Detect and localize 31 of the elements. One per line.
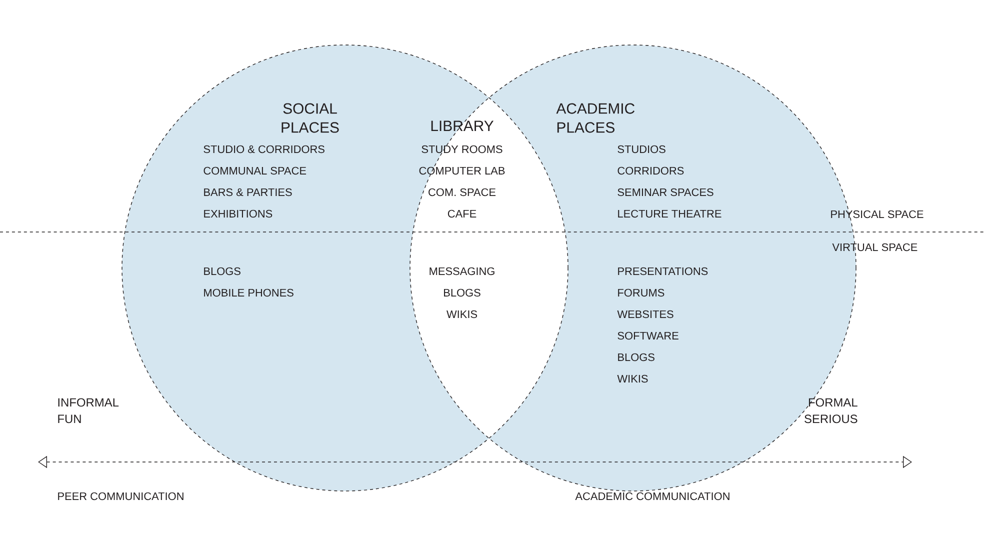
list-item: WEBSITES [617, 310, 674, 318]
list-item: STUDIOS [618, 145, 666, 154]
axis-label: PEER COMMUNICATION [58, 492, 184, 500]
list-item: EXHIBITIONS [204, 210, 272, 218]
axis-label: FORMAL SERIOUS [804, 398, 858, 424]
list-item: BARS & PARTIES [204, 188, 292, 196]
circle-heading: SOCIAL PLACES [282, 103, 339, 133]
section-heading: LIBRARY [431, 120, 494, 131]
list-item: WIKIS [446, 310, 478, 318]
circle-heading: ACADEMIC PLACES [556, 103, 634, 133]
list-item: CORRIDORS [618, 166, 684, 175]
list-item: MOBILE PHONES [204, 288, 294, 297]
list-item: BLOGS [444, 288, 480, 297]
axis-label: ACADEMIC COMMUNICATION [575, 492, 730, 500]
list-item: BLOGS [618, 353, 654, 362]
axis-label: PHYSICAL SPACE [831, 210, 924, 218]
axis-label: VIRTUAL SPACE [832, 243, 918, 252]
list-item: MESSAGING [430, 267, 494, 276]
list-item: COMPUTER LAB [419, 166, 505, 175]
list-item: SOFTWARE [618, 332, 678, 340]
list-item: COMMUNAL SPACE [204, 166, 306, 175]
list-item: LECTURE THEATRE [618, 210, 722, 218]
list-item: FORUMS [618, 288, 664, 297]
list-item: COM. SPACE [428, 188, 496, 196]
list-item: STUDIO & CORRIDORS [204, 145, 324, 154]
list-item: SEMINAR SPACES [618, 188, 714, 196]
list-item: BLOGS [204, 267, 240, 276]
list-item: STUDY ROOMS [422, 145, 502, 154]
list-item: PRESENTATIONS [618, 267, 708, 276]
list-item: WIKIS [617, 374, 648, 383]
list-item: CAFE [448, 210, 476, 218]
